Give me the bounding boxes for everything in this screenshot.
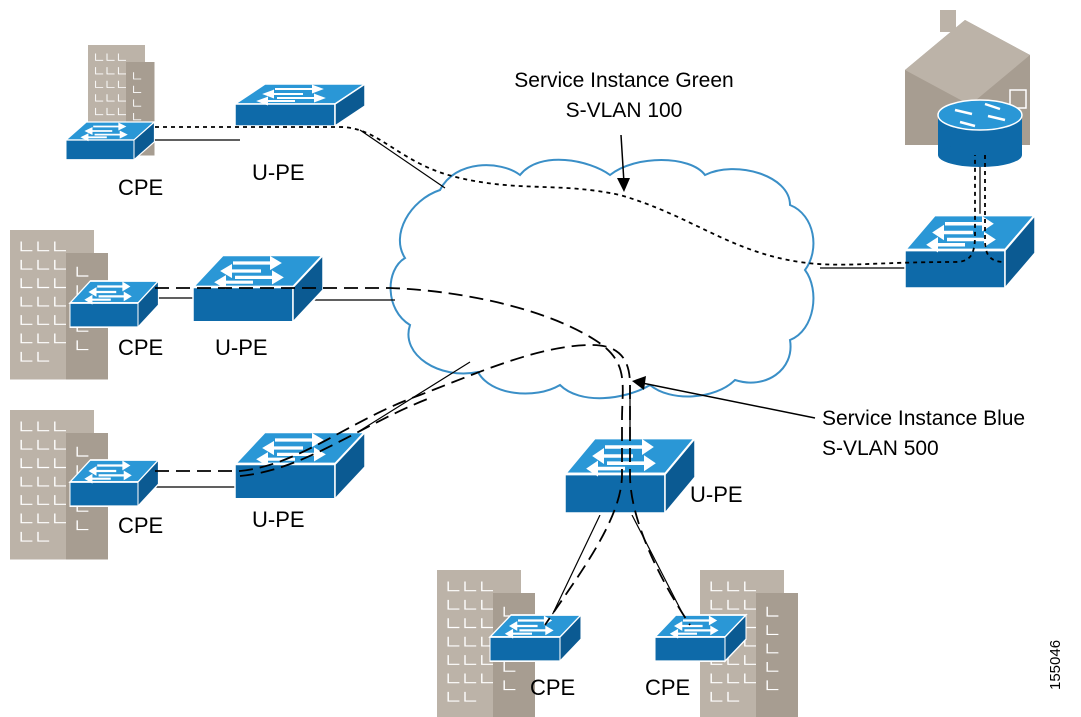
label-cpe-top: CPE: [118, 175, 163, 200]
callout-blue-line2: S-VLAN 500: [822, 437, 939, 460]
upe-switch-low[interactable]: [233, 430, 367, 501]
service-path-blue: [155, 287, 691, 626]
label-cpe-bottom-left: CPE: [530, 675, 575, 700]
figure-id: 155046: [1047, 640, 1064, 690]
callout-blue-line1: Service Instance Blue: [822, 407, 1025, 430]
home-switch[interactable]: [903, 213, 1037, 291]
service-path-green: [155, 126, 976, 266]
label-upe-bottom: U-PE: [690, 482, 743, 507]
network-cloud: [389, 158, 815, 400]
label-cpe-mid: CPE: [118, 335, 163, 360]
upe-switch-top[interactable]: [234, 83, 366, 127]
callout-green-line1: Service Instance Green: [514, 69, 733, 92]
cpe-switch-bottom-left[interactable]: [488, 613, 583, 663]
callout-green-line2: S-VLAN 100: [566, 99, 683, 122]
cpe-switch-bottom-right[interactable]: [653, 613, 748, 663]
router-icon: [937, 99, 1023, 167]
cpe-switch-mid[interactable]: [68, 279, 160, 329]
cpe-switch-low[interactable]: [68, 458, 160, 508]
label-upe-mid: U-PE: [215, 335, 268, 360]
label-upe-top: U-PE: [252, 160, 305, 185]
label-upe-low: U-PE: [252, 507, 305, 532]
callout-arrow-green: [617, 134, 630, 192]
label-cpe-bottom-right: CPE: [645, 675, 690, 700]
cpe-switch-top[interactable]: [65, 121, 156, 161]
label-cpe-low: CPE: [118, 513, 163, 538]
callout-arrow-blue: [632, 376, 816, 419]
